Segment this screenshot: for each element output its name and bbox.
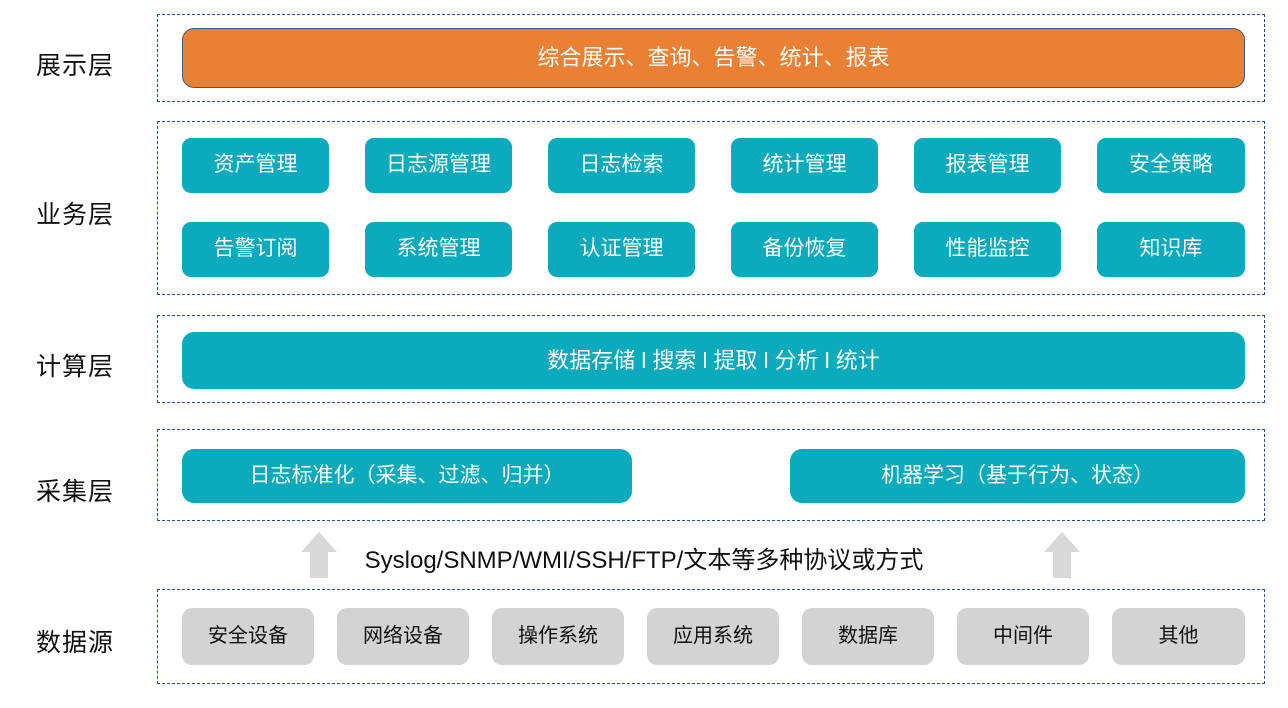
datasource-layer-group (157, 589, 1265, 684)
presentation-main-box[interactable]: 综合展示、查询、告警、统计、报表 (182, 28, 1245, 88)
layer-label-collect: 采集层 (35, 478, 114, 506)
datasource-node-database[interactable]: 数据库 (802, 608, 934, 665)
layer-label-datasource: 数据源 (35, 629, 114, 657)
service-node-authentication-management[interactable]: 认证管理 (548, 222, 695, 277)
collect-layer-group (157, 429, 1265, 521)
service-node-alarm-subscription[interactable]: 告警订阅 (182, 222, 329, 277)
layer-label-service: 业务层 (35, 201, 114, 229)
datasource-node-other[interactable]: 其他 (1112, 608, 1245, 665)
arrow-up-icon-left (299, 530, 339, 580)
datasource-node-network-device[interactable]: 网络设备 (337, 608, 469, 665)
datasource-node-middleware[interactable]: 中间件 (957, 608, 1089, 665)
service-layer-group (157, 121, 1265, 295)
compute-main-box[interactable]: 数据存储 l 搜索 l 提取 l 分析 l 统计 (182, 332, 1245, 389)
collect-node-log-standardization[interactable]: 日志标准化（采集、过滤、归并） (182, 449, 632, 503)
service-node-backup-restore[interactable]: 备份恢复 (731, 222, 878, 277)
service-node-statistics-management[interactable]: 统计管理 (731, 138, 878, 193)
service-node-knowledge-base[interactable]: 知识库 (1097, 222, 1245, 277)
presentation-layer-group (157, 14, 1265, 102)
service-node-security-policy[interactable]: 安全策略 (1097, 138, 1245, 193)
datasource-node-operating-system[interactable]: 操作系统 (492, 608, 624, 665)
service-node-log-search[interactable]: 日志检索 (548, 138, 695, 193)
layer-label-compute: 计算层 (35, 353, 114, 381)
service-node-report-management[interactable]: 报表管理 (914, 138, 1061, 193)
service-node-asset-management[interactable]: 资产管理 (182, 138, 329, 193)
service-node-system-management[interactable]: 系统管理 (365, 222, 512, 277)
datasource-node-application-system[interactable]: 应用系统 (647, 608, 779, 665)
service-node-log-source-management[interactable]: 日志源管理 (365, 138, 512, 193)
layer-label-presentation: 展示层 (35, 52, 114, 80)
datasource-node-security-device[interactable]: 安全设备 (182, 608, 314, 665)
protocol-label: Syslog/SNMP/WMI/SSH/FTP/文本等多种协议或方式 (364, 547, 924, 574)
compute-layer-group (157, 315, 1265, 403)
collect-node-machine-learning[interactable]: 机器学习（基于行为、状态） (790, 449, 1245, 503)
service-node-performance-monitoring[interactable]: 性能监控 (914, 222, 1061, 277)
arrow-up-icon-right (1042, 530, 1082, 580)
